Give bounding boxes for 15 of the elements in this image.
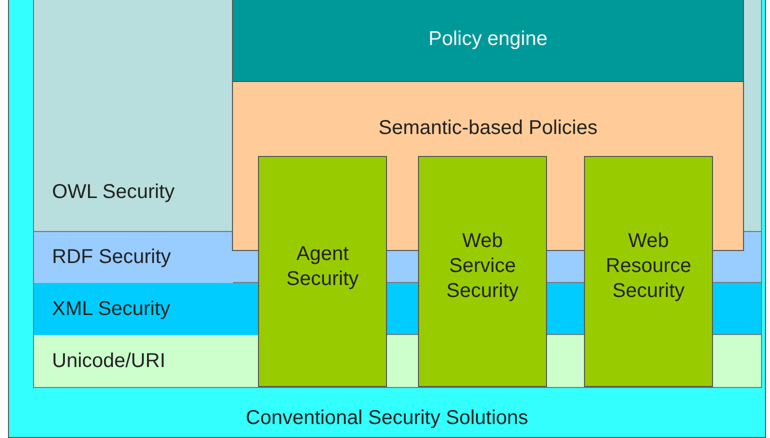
- layer-label: Conventional Security Solutions: [246, 406, 528, 431]
- layer-label: XML Security: [52, 296, 170, 322]
- security-column: [584, 156, 713, 387]
- layer-label: Agent Security: [285, 242, 360, 292]
- layer-label: Semantic-based Policies: [378, 116, 598, 141]
- engine-box: [232, 0, 744, 82]
- layer-label: Web Service Security: [445, 229, 520, 304]
- layer-label: Unicode/URI: [52, 348, 166, 374]
- security-column: [258, 156, 387, 387]
- layer-label: Policy engine: [428, 26, 548, 52]
- layer-label: Web Resource Security: [604, 229, 692, 304]
- layer-label: OWL Security: [52, 180, 175, 205]
- security-column: [418, 156, 547, 387]
- outer-layer-panel: [8, 0, 766, 438]
- layer-label: RDF Security: [52, 245, 171, 270]
